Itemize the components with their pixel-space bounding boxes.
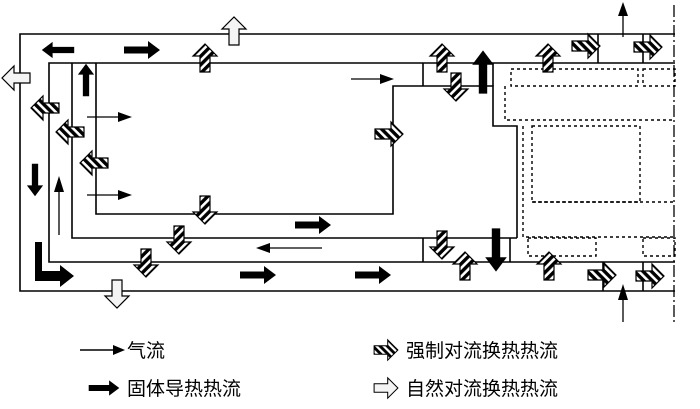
solid-conduction-arrow xyxy=(26,163,44,197)
structure-lines xyxy=(19,33,675,292)
forced-convection-arrow xyxy=(133,248,159,278)
airflow-arrow xyxy=(351,74,394,84)
legend-label-natural: 自然对流换热热流 xyxy=(406,378,558,400)
natural-convection-arrow xyxy=(221,16,247,46)
inner-cavity xyxy=(95,63,518,238)
solid-conduction-arrow xyxy=(124,41,160,59)
forced-convection-arrow xyxy=(429,230,455,260)
dashed-box xyxy=(522,126,675,238)
thin-arrow-icon xyxy=(80,345,125,355)
forced-convection-arrow xyxy=(633,34,663,60)
forced-convection-arrow xyxy=(443,72,469,102)
forced-convection-arrow xyxy=(192,43,218,73)
airflow-arrow xyxy=(87,190,132,200)
solid-conduction-arrow-bent xyxy=(35,242,74,287)
hollow-arrow-icon xyxy=(373,377,399,399)
solid-conduction-arrow xyxy=(485,228,507,272)
dashed-box xyxy=(527,237,597,257)
dashed-components xyxy=(504,68,676,257)
middle-wall xyxy=(48,62,675,263)
natural-convection-arrow xyxy=(1,65,31,91)
forced-convection-arrow xyxy=(571,33,601,59)
forced-convection-arrow xyxy=(55,119,85,145)
solid-conduction-arrow xyxy=(472,50,494,94)
forced-convection-arrow xyxy=(635,263,665,289)
thick-black-arrow-icon xyxy=(88,380,120,396)
forced-convection-arrow xyxy=(587,262,617,288)
airflow-arrow xyxy=(256,243,322,253)
airflow-arrow xyxy=(54,176,64,235)
airflow-arrow xyxy=(618,2,628,37)
airflow-arrows xyxy=(54,2,628,322)
forced-convection-arrow xyxy=(429,43,455,73)
forced-convection-arrow xyxy=(192,195,218,225)
forced-convection-arrow xyxy=(79,150,109,176)
solid-conduction-arrow xyxy=(41,41,75,59)
airflow-arrow xyxy=(618,284,628,322)
outer-wall xyxy=(19,33,675,292)
legend-item-solid: 固体导热热流 xyxy=(88,378,241,400)
dashed-box xyxy=(642,237,676,257)
forced-convection-arrow xyxy=(374,121,404,147)
forced-convection-arrow xyxy=(535,43,561,73)
legend-item-natural: 自然对流换热热流 xyxy=(373,377,558,400)
dashed-box xyxy=(531,125,641,203)
legend-item-forced: 强制对流换热热流 xyxy=(373,339,558,362)
forced-convection-arrows xyxy=(30,33,665,289)
solid-conduction-arrow xyxy=(355,266,391,284)
dashed-box xyxy=(504,86,675,121)
hatched-arrow-icon xyxy=(373,339,399,361)
solid-arrows xyxy=(26,41,507,287)
legend: 气流 强制对流换热热流 固体导热热流 自然对流换热热流 xyxy=(80,339,558,400)
forced-convection-arrow xyxy=(166,225,192,255)
forced-convection-arrow xyxy=(30,95,60,121)
forced-convection-arrow xyxy=(452,251,478,281)
solid-conduction-arrow xyxy=(77,63,95,97)
dashed-box xyxy=(642,68,676,87)
airflow-arrow xyxy=(87,112,132,122)
legend-item-airflow: 气流 xyxy=(80,340,165,362)
natural-convection-arrow xyxy=(104,279,130,309)
solid-conduction-arrow xyxy=(295,216,331,234)
forced-convection-arrow xyxy=(536,251,562,281)
inner-wall xyxy=(71,63,517,239)
legend-label-airflow: 气流 xyxy=(127,340,165,362)
dashed-box xyxy=(510,68,639,87)
legend-label-solid: 固体导热热流 xyxy=(127,378,241,400)
solid-conduction-arrow xyxy=(240,266,276,284)
legend-label-forced: 强制对流换热热流 xyxy=(406,340,558,362)
